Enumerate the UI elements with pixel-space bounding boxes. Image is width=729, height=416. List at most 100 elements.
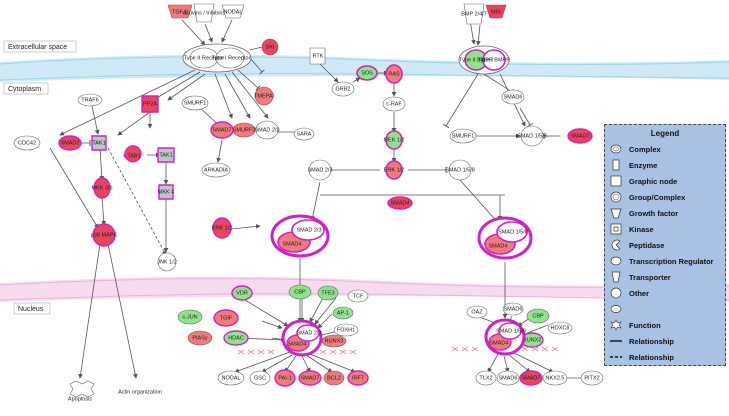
node-smad7-a: SMAD7 [210,121,234,139]
function-icon [609,319,623,331]
smurf1-left-label: SMURF1 [184,100,207,106]
smurf2-label: SMURF2 [233,127,256,133]
node-craf: c-RAF [382,96,406,112]
craf-label: c-RAF [386,101,402,107]
node-hoxc8: HOXC8 [547,321,573,335]
legend-item-transcription-regulator: Transcription Regulator [609,254,714,268]
vdr-label: VDR [236,290,248,296]
node-tak1-b: TAK1 [157,147,175,163]
tab1-label: TAB1 [127,153,140,159]
node-vdr: VDR [231,285,253,301]
nodal-top-label: NODAL [224,9,243,15]
runx3-label: RUNX3 [325,338,344,344]
tak1-b-label: TAK1 [159,152,172,158]
tcf-label: TCF [353,293,364,299]
smurf1-right-label: SMURF1 [452,133,475,139]
node-tfe3: TFE3 [317,285,339,301]
tfe3-label: TFE3 [321,290,334,296]
node-p38: p38 MAPK [91,223,118,247]
node-smad4-bar: SMAD4 [387,196,413,210]
sara-label: SARA [297,131,312,137]
node-rtk: RTK [309,47,326,65]
legend-item-oval [609,302,629,316]
mek12-label: MEK 1/2 [383,137,404,143]
smad7-c-label: SMAD7 [571,133,590,139]
legend-label-other: Other [629,288,650,298]
node-smad7-e: SMAD7 [519,370,543,386]
nodal-b-label: NODAL [222,375,241,381]
legend-label-growth-factor: Growth factor [629,208,679,218]
p38-label: p38 MAPK [91,232,118,238]
runx2-label: RUNX2 [523,337,542,343]
graphic-node-icon [609,175,623,187]
node-smad158-b: SMAD 1/5/8 [445,159,475,181]
typeii-receptor-label: Type II Receptor [184,55,225,61]
smad23-c-label: SMAD 2/3 [296,227,321,233]
node-bcl2: BCL2 [323,370,345,386]
node-cbp-a: CBP [288,284,312,300]
node-bmp247: BMP 2/4/7 [461,3,487,25]
hoxc8-label: HOXC8 [551,325,570,331]
node-erk12-left: ERK 1/2 [212,217,232,239]
legend-title: Legend [650,129,680,138]
legend-label-complex: Complex [629,144,661,154]
node-ap1: AP-1 [332,306,354,320]
legend-label-relationship-solid: Relationship [629,336,675,346]
node-mis: MIS [485,4,507,19]
node-erk12-mid: ERK 1/2 [384,160,404,180]
smad158-n-label: SMAD 1/5/8 [496,328,526,334]
node-pp2a: PP2A [141,95,159,113]
legend-item-transporter: Transporter [609,270,671,284]
traf6-label: TRAF6 [81,97,98,103]
node-tak1-a: TAK1 [91,135,107,151]
legend-label-relationship-dashed: Relationship [629,352,675,362]
pitx2-label: PITX2 [584,375,599,381]
legend-item-complex: Complex [609,142,661,156]
smad6-n-label: SMAD6 [504,306,523,312]
cjun-label: c-JUN [182,314,197,320]
actin-label: Actin organization [118,389,162,395]
node-sos: SOS [356,65,378,81]
node-bmpr-complex: Type II BMPR Type I BMPR [458,45,510,75]
complex-icon [609,143,623,155]
cbp-b-label: CBP [532,313,544,319]
piasy-label: PIASy [192,335,208,341]
node-traf6: TRAF6 [77,93,103,107]
legend-label-peptidase: Peptidase [629,240,665,250]
node-mkk-b: MKK 4 [158,184,174,200]
node-smad6-n: SMAD6 [502,302,524,316]
erk12-left-label: ERK 1/2 [212,225,232,231]
node-smad7-b: SMAD7 [58,135,82,151]
legend-item-kinase: Kinase [609,222,654,236]
erk12-mid-label: ERK 1/2 [384,167,404,173]
tgfb-label: TGF-β [172,9,188,15]
legend-item-group-complex: Group/Complex [609,190,685,204]
tgif-label: TGIF [220,315,233,321]
jnk-label: JNK 1/2 [157,259,177,265]
smad4-bar-label: SMAD4 [391,200,410,206]
node-sara: SARA [293,127,315,141]
smad4-c-label: SMAD4 [283,241,302,247]
node-ras: RAS [385,64,403,84]
node-tgf-receptor-complex: Type II Receptor Type I Receptor [182,43,252,73]
node-smad-nuclear-right: SMAD 1/5/8 SMAD4 [484,318,526,356]
smad7-a-label: SMAD7 [213,127,232,133]
smad7-d-label: SMAD7 [301,375,320,381]
legend-item-growth-factor: Growth factor [609,206,678,220]
peptidase-icon [609,239,623,251]
cbp-a-label: CBP [294,289,306,295]
node-piasy: PIASy [187,330,213,346]
node-foxh1: FOXH1 [333,323,359,337]
node-smad23-b: SMAD 2/3 [307,159,333,181]
ire7-label: IRF7 [352,375,364,381]
node-arkadia: ARKADIA [201,162,231,178]
activins-label: Activins / Inhibins [183,10,226,16]
ap1-label: AP-1 [337,310,349,316]
legend-item-relationship-dashed: Relationship [609,350,674,364]
node-nodal-top: NODAL [221,4,245,19]
rtk-label: RTK [313,53,324,59]
smad6-top-label: SMAD6 [504,94,523,100]
node-nkx25: NKX2.5 [542,370,568,386]
node-ski: SKI [261,38,279,56]
